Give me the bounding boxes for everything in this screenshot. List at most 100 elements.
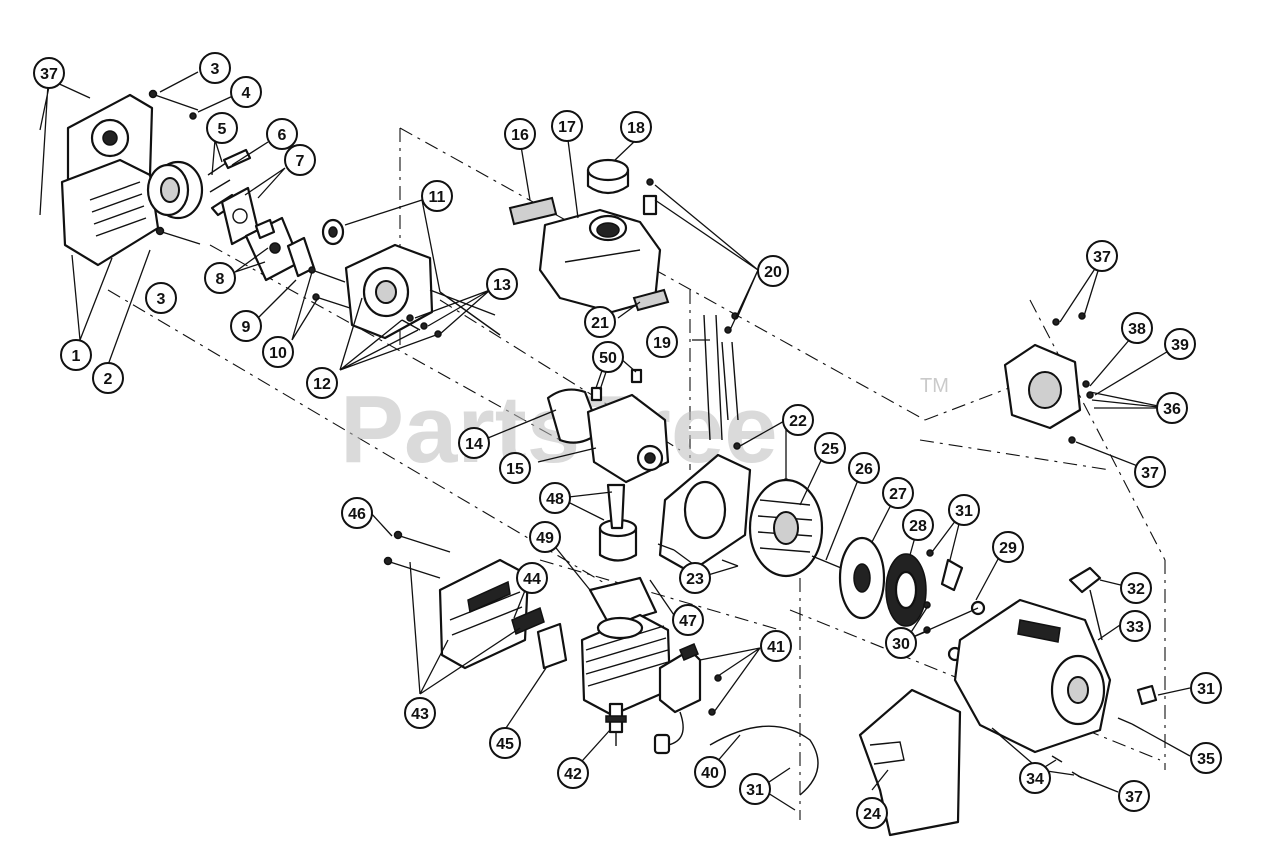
svg-text:48: 48 [546,491,564,508]
callout-18: 18 [620,111,652,143]
svg-text:19: 19 [653,335,671,352]
callout-20: 20 [757,255,789,287]
callout-35: 35 [1190,742,1222,774]
svg-text:22: 22 [789,413,807,430]
svg-text:46: 46 [348,506,366,523]
starter-handle [1068,566,1103,641]
svg-text:32: 32 [1127,581,1145,598]
callout-2: 2 [92,362,124,394]
svg-text:4: 4 [242,85,251,102]
callout-15: 15 [499,452,531,484]
svg-text:26: 26 [855,461,873,478]
callout-37-right-mid: 37 [1134,456,1166,488]
svg-text:38: 38 [1128,321,1146,338]
svg-text:34: 34 [1026,771,1044,788]
svg-text:6: 6 [278,127,287,144]
svg-text:31: 31 [1197,681,1215,698]
muffler [438,558,530,670]
svg-text:31: 31 [746,782,764,799]
leader-lines [39,71,1191,811]
backplate [658,442,790,574]
svg-text:3: 3 [211,61,220,78]
svg-text:20: 20 [764,264,782,281]
callout-40: 40 [694,756,726,788]
callout-12: 12 [306,367,338,399]
svg-text:41: 41 [767,639,785,656]
callout-10: 10 [262,336,294,368]
recoil-spring [885,553,927,627]
svg-text:8: 8 [216,271,225,288]
callout-3-bottom: 3 [145,282,177,314]
svg-text:29: 29 [999,540,1017,557]
clutch-housing [1003,312,1094,444]
callout-6: 6 [266,118,298,150]
piston [598,483,638,562]
svg-text:27: 27 [889,486,907,503]
callout-50: 50 [592,341,624,373]
callout-7: 7 [284,144,316,176]
svg-text:1: 1 [72,348,81,365]
svg-text:44: 44 [523,571,541,588]
callout-4: 4 [230,76,262,108]
callout-44: 44 [516,562,548,594]
callout-41: 41 [760,630,792,662]
svg-text:7: 7 [296,153,305,170]
rod-set [406,291,501,338]
svg-text:31: 31 [955,503,973,520]
fuel-lines [703,314,739,441]
callout-28: 28 [902,509,934,541]
callout-23: 23 [679,562,711,594]
muffler-bolts [383,530,451,579]
callout-30: 30 [885,627,917,659]
svg-text:16: 16 [511,127,529,144]
starter-pulley [838,536,886,620]
callout-39: 39 [1164,328,1196,360]
svg-text:47: 47 [679,613,697,630]
svg-text:37: 37 [1141,465,1159,482]
callout-11: 11 [421,180,453,212]
muffler-gasket [536,622,568,670]
svg-text:21: 21 [591,315,609,332]
callout-17: 17 [551,110,583,142]
callout-36: 36 [1156,392,1188,424]
air-filter-cover [60,93,160,267]
svg-text:45: 45 [496,736,514,753]
svg-text:37: 37 [1093,249,1111,266]
svg-text:15: 15 [506,461,524,478]
stop-wire [709,725,819,796]
air-filter [146,160,204,220]
callout-33: 33 [1119,610,1151,642]
svg-text:37: 37 [1125,789,1143,806]
callout-37-bottom-right: 37 [1118,780,1150,812]
flywheel [748,478,824,578]
svg-text:11: 11 [429,189,446,206]
callout-37-top-left: 37 [33,57,65,89]
callout-47: 47 [672,604,704,636]
callout-27: 27 [882,477,914,509]
callout-21: 21 [584,306,616,338]
callout-45: 45 [489,727,521,759]
callout-25: 25 [814,432,846,464]
callout-46: 46 [341,497,373,529]
callout-38: 38 [1121,312,1153,344]
callout-22: 22 [782,404,814,436]
svg-text:36: 36 [1163,401,1181,418]
callout-14: 14 [458,427,490,459]
backplate-screws [657,543,739,567]
tank-strip [508,196,558,226]
callout-37-right-top: 37 [1086,240,1118,272]
svg-text:23: 23 [686,571,704,588]
callout-3-top: 3 [199,52,231,84]
fuel-tank [538,208,662,314]
callout-16: 16 [504,118,536,150]
svg-text:17: 17 [558,119,576,136]
svg-text:3: 3 [157,291,166,308]
svg-text:18: 18 [627,120,645,137]
callout-29: 29 [992,531,1024,563]
grommet-set [642,178,739,334]
ignition-coil [653,643,722,755]
fuel-cap [586,158,630,195]
callout-1: 1 [60,339,92,371]
callout-13: 13 [486,268,518,300]
